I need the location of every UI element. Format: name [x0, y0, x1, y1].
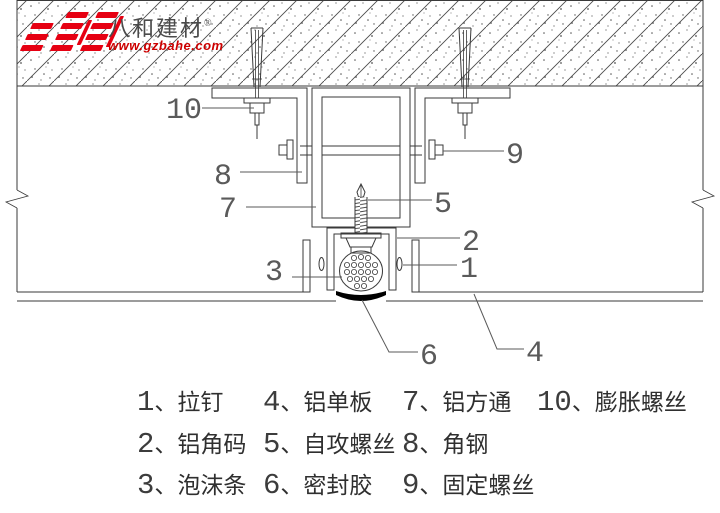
fixing-screw-shaft-lines: [322, 145, 400, 156]
brand-logo: 八和建材® www.gzbahe.com: [20, 12, 224, 53]
legend-item-5: 5、自攻螺丝: [263, 428, 395, 461]
self-tapping-screw: [340, 182, 382, 254]
aluminum-angle-code: [326, 227, 397, 291]
legend-item-6: 6、密封胶: [263, 469, 372, 502]
angle-steel-left: [211, 87, 308, 184]
aluminum-panel-left: [17, 291, 336, 302]
leader-6: [361, 299, 418, 353]
brand-name: 八和建材®: [108, 16, 214, 41]
callout-10: 10: [166, 94, 202, 128]
callout-2: 2: [462, 226, 480, 260]
foam-strip: [339, 250, 383, 292]
expansion-bolt-left: [243, 27, 271, 139]
aluminum-panel-right: [386, 291, 703, 302]
concrete-slab-hatch: [17, 0, 703, 87]
leader-4: [473, 293, 524, 350]
pull-rivet-right: [396, 257, 403, 271]
callout-8: 8: [214, 160, 232, 194]
callout-9: 9: [506, 139, 524, 173]
legend-item-1: 1、拉钉: [137, 386, 223, 419]
legend-item-2: 2、铝角码: [137, 428, 246, 461]
right-border-break-line: [690, 0, 716, 292]
callout-5: 5: [434, 188, 452, 222]
callout-1: 1: [460, 253, 478, 287]
panel-return-right: [411, 239, 420, 293]
legend-item-10: 10、膨胀螺丝: [537, 386, 687, 419]
callouts: 10 8 7 5 9 2 1 3 6 4: [166, 94, 544, 374]
pull-rivet-left: [318, 257, 325, 271]
legend-item-8: 8、角钢: [402, 428, 488, 461]
callout-7: 7: [219, 193, 237, 227]
legend-item-7: 7、铝方通: [402, 386, 511, 419]
callout-6: 6: [420, 340, 438, 374]
angle-steel-right: [414, 87, 511, 184]
legend-item-9: 9、固定螺丝: [402, 469, 534, 502]
brand-logo-mark: [20, 12, 124, 51]
sealant-bead: [336, 291, 386, 301]
left-border-break-line: [4, 0, 30, 292]
panel-return-left: [302, 239, 311, 293]
fixing-screw-right: [410, 139, 444, 160]
fixing-screw-left: [278, 139, 312, 160]
legend-item-3: 3、泡沫条: [137, 469, 246, 502]
legend: 1、拉钉 4、铝单板 7、铝方通 10、膨胀螺丝 2、铝角码 5、自攻螺丝 8、…: [137, 386, 687, 502]
callout-4: 4: [526, 337, 544, 371]
legend-item-4: 4、铝单板: [263, 386, 372, 419]
callout-3: 3: [265, 256, 283, 290]
brand-url: www.gzbahe.com: [108, 38, 224, 53]
